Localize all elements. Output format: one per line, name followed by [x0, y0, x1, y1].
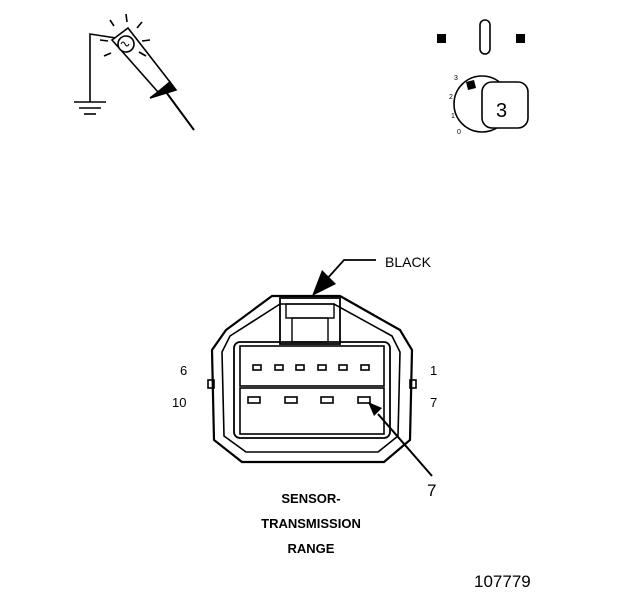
pin-label-bottom-right: 7 — [430, 395, 437, 410]
connector-face — [207, 294, 417, 464]
ignition-key-icon: 3 2 1 0 3 — [437, 19, 529, 136]
terminal-9 — [284, 396, 298, 404]
ground-symbol-icon — [74, 101, 106, 115]
terminal-2 — [338, 364, 348, 371]
test-light-icon — [74, 13, 195, 131]
terminal-8 — [320, 396, 334, 404]
terminal-10 — [247, 396, 261, 404]
figure-number: 107779 — [474, 572, 531, 591]
ignition-position-1: 1 — [451, 113, 455, 120]
terminal-1 — [360, 364, 370, 371]
connector-name-line-2: TRANSMISSION — [261, 516, 361, 531]
ignition-position-2: 2 — [449, 94, 453, 101]
pin-callout-arrow — [368, 402, 433, 477]
wire-callout: BLACK — [312, 254, 432, 296]
pin-label-top-right: 1 — [430, 363, 437, 378]
ignition-key-position: 3 — [496, 100, 507, 122]
ignition-position-0: 0 — [457, 129, 461, 136]
connector-name-line-1: SENSOR- — [281, 491, 340, 506]
terminal-row-bottom — [247, 396, 371, 404]
ignition-position-3: 3 — [454, 75, 458, 82]
pin-label-bottom-left: 10 — [172, 395, 186, 410]
pin-callout-label: 7 — [427, 481, 436, 500]
terminal-7 — [357, 396, 371, 404]
terminal-3 — [317, 364, 327, 371]
connector-name-line-3: RANGE — [288, 541, 335, 556]
terminal-4 — [295, 364, 305, 371]
wire-color-label: BLACK — [385, 254, 432, 270]
pin-label-top-left: 6 — [180, 363, 187, 378]
terminal-5 — [274, 364, 284, 371]
terminal-6 — [252, 364, 262, 371]
terminal-row-top — [252, 364, 370, 371]
